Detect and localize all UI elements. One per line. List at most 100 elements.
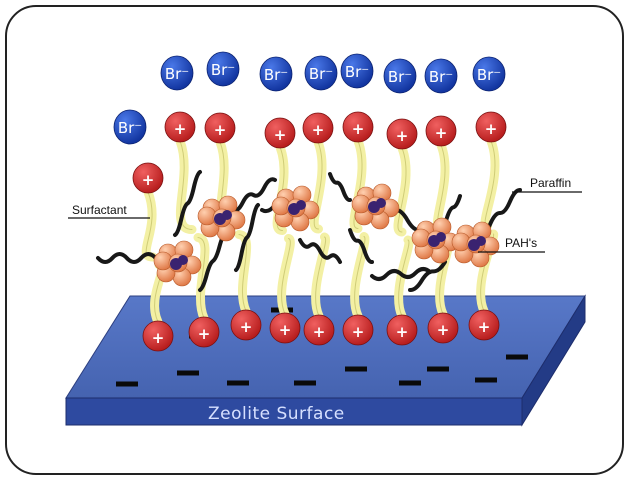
upper-cation-9-circle xyxy=(475,111,507,143)
upper-cation-4-circle xyxy=(264,117,296,149)
upper-cation-7-circle xyxy=(386,118,418,150)
pah-core-2 xyxy=(376,198,386,208)
lower-cation-5-circle xyxy=(303,314,335,346)
upper-cation-5-symbol: + xyxy=(312,121,325,139)
upper-cation-2-symbol: + xyxy=(174,120,187,138)
tail-lower-edge-4 xyxy=(281,238,291,315)
bromide-ion-3: Br⁻ xyxy=(206,51,240,87)
tail-upper-edge-5 xyxy=(313,141,323,230)
zeolite-slab-top xyxy=(65,295,586,399)
bromide-ion-label: Br⁻ xyxy=(477,66,501,84)
lower-cation-4: + xyxy=(269,312,301,344)
upper-cation-1-symbol: + xyxy=(142,171,155,189)
paraffin-chain-13 xyxy=(198,230,228,292)
lower-cation-5-symbol: + xyxy=(313,323,326,341)
pah-core-2 xyxy=(222,210,232,220)
lower-cation-6: + xyxy=(342,314,374,346)
surface-charge-8 xyxy=(475,377,497,383)
lower-cation-5: + xyxy=(303,314,335,346)
bromide-ion-9: Br⁻ xyxy=(472,56,506,92)
bromide-ions: Br⁻ Br⁻ Br⁻ Br⁻ Br⁻ Br⁻ Br⁻ Br⁻ Br⁻ xyxy=(113,51,506,145)
zeolite-surface-label: Zeolite Surface xyxy=(208,404,345,424)
upper-cation-8: + xyxy=(425,115,457,147)
lower-cation-3: + xyxy=(230,309,262,341)
lower-cation-1-symbol: + xyxy=(152,329,165,347)
upper-cation-2-circle xyxy=(164,111,196,143)
lower-cation-6-symbol: + xyxy=(352,323,365,341)
paraffin-chain-9 xyxy=(370,267,432,281)
bromide-ion-4: Br⁻ xyxy=(259,56,293,92)
lower-cation-9-symbol: + xyxy=(478,318,491,336)
lower-cation-8: + xyxy=(427,312,459,344)
surface-charge-2 xyxy=(177,370,199,376)
pah-core-2 xyxy=(178,255,188,265)
surfactant-label: Surfactant xyxy=(72,203,127,217)
lower-cation-8-circle xyxy=(427,312,459,344)
lower-cation-2: + xyxy=(188,316,220,348)
lower-cation-3-symbol: + xyxy=(240,318,253,336)
pah-cluster-2 xyxy=(197,195,246,242)
bromide-ion-label: Br⁻ xyxy=(264,66,288,84)
surface-charge-6 xyxy=(399,380,421,386)
bromide-ion-circle xyxy=(383,58,417,94)
upper-cation-9-symbol: + xyxy=(485,120,498,138)
bromide-ion-label: Br⁻ xyxy=(165,65,189,83)
bromide-ion-8: Br⁻ xyxy=(424,58,458,94)
tail-lower-edge-7 xyxy=(398,239,410,317)
bromide-ion-circle xyxy=(113,109,147,145)
upper-cation-heads: +++++++++ xyxy=(132,111,507,194)
label-leaders xyxy=(68,191,582,253)
lower-cation-1-circle xyxy=(142,320,174,352)
bromide-ion-circle xyxy=(340,53,374,89)
bromide-ion-label: Br⁻ xyxy=(309,65,333,83)
upper-cation-3: + xyxy=(204,112,236,144)
surface-charge-7 xyxy=(427,366,449,372)
bromide-ion-1: Br⁻ xyxy=(113,109,147,145)
lower-cation-2-symbol: + xyxy=(198,325,211,343)
paraffin-chain-6 xyxy=(298,238,342,264)
paraffin-chain-12 xyxy=(408,260,447,292)
surface-charge-4 xyxy=(294,380,316,386)
bromide-ion-label: Br⁻ xyxy=(429,68,453,86)
tail-lower-edge-3 xyxy=(238,234,248,312)
bromide-ion-circle xyxy=(424,58,458,94)
pah-cluster-4 xyxy=(351,183,400,230)
upper-cation-1-circle xyxy=(132,162,164,194)
bromide-ion-6: Br⁻ xyxy=(340,53,374,89)
pah-clusters xyxy=(153,183,500,287)
lower-cation-7-symbol: + xyxy=(396,323,409,341)
lower-cation-1: + xyxy=(142,320,174,352)
bromide-ion-label: Br⁻ xyxy=(388,68,412,86)
bromide-ion-5: Br⁻ xyxy=(304,55,338,91)
surface-charge-3 xyxy=(227,380,249,386)
paraffin-chain-4 xyxy=(234,203,260,272)
tail-lower-edge-6 xyxy=(354,236,366,317)
bromide-ion-label: Br⁻ xyxy=(118,119,142,137)
bromide-ion-circle xyxy=(472,56,506,92)
zeolite-slab-side xyxy=(521,294,586,427)
upper-cation-2: + xyxy=(164,111,196,143)
upper-cation-4: + xyxy=(264,117,296,149)
bromide-ion-circle xyxy=(259,56,293,92)
upper-cation-6-symbol: + xyxy=(352,120,365,138)
surface-charge-1 xyxy=(116,381,138,387)
upper-cation-8-symbol: + xyxy=(435,124,448,142)
upper-cation-3-symbol: + xyxy=(214,121,227,139)
upper-cation-4-symbol: + xyxy=(274,126,287,144)
pah-cluster-3 xyxy=(271,185,320,232)
lower-cation-7-circle xyxy=(386,314,418,346)
bromide-ion-circle xyxy=(304,55,338,91)
surface-charge-5 xyxy=(345,366,367,372)
lower-cation-6-circle xyxy=(342,314,374,346)
tail-upper-edge-1 xyxy=(145,191,154,258)
bromide-ion-circle xyxy=(206,51,240,87)
tail-upper-edge-2 xyxy=(179,140,193,230)
upper-cation-6: + xyxy=(342,111,374,143)
lower-cation-7: + xyxy=(386,314,418,346)
pah-cluster-1 xyxy=(153,240,202,287)
upper-cation-1: + xyxy=(132,162,164,194)
upper-cation-9: + xyxy=(475,111,507,143)
lower-cation-4-circle xyxy=(269,312,301,344)
bromide-ion-7: Br⁻ xyxy=(383,58,417,94)
